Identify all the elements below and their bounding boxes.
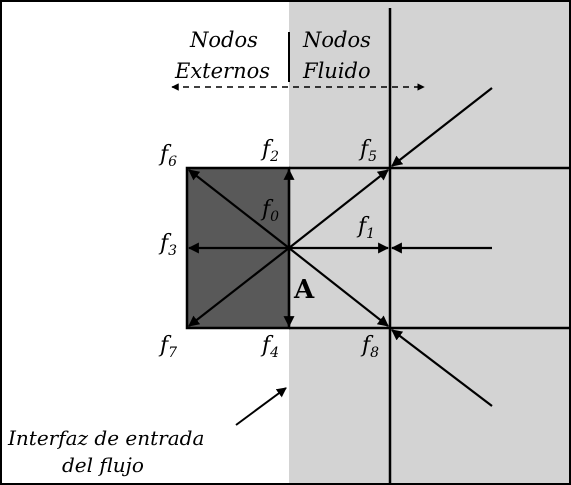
incoming-vector-bottom [391, 329, 493, 407]
vector-f6 [188, 169, 290, 249]
fluid-nodes-label-line1: Nodos [302, 28, 371, 52]
interface-note-line1: Interfaz de entrada [7, 426, 204, 450]
vector-f8 [288, 247, 389, 327]
node-a-label: A [293, 275, 315, 305]
incoming-vector-top [391, 87, 493, 167]
vector-f7 [188, 247, 290, 327]
interface-note-line2: del flujo [62, 453, 144, 477]
fluid-nodes-label-line2: Fluido [302, 59, 371, 83]
vector-f5 [288, 169, 389, 249]
external-nodes-label-line1: Nodos [189, 28, 258, 52]
interface-pointer-arrow [235, 387, 287, 426]
external-nodes-label-line2: Externos [174, 59, 270, 83]
fluid-region [289, 0, 571, 485]
